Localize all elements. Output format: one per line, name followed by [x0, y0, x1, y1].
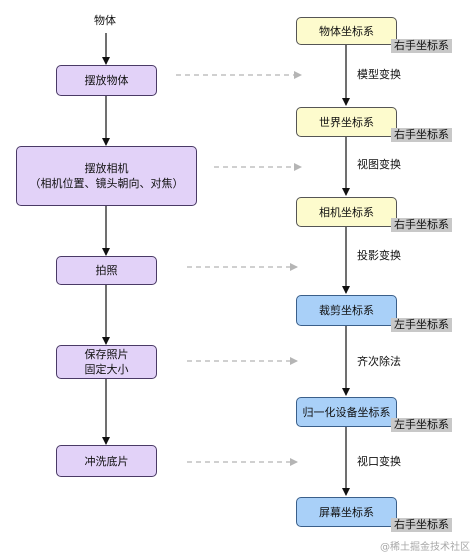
node-screen-space: 屏幕坐标系 — [296, 497, 397, 527]
handedness-tag: 右手坐标系 — [391, 128, 452, 142]
node-object-space-label: 物体坐标系 — [319, 24, 374, 38]
transform-label: 齐次除法 — [357, 355, 401, 368]
step-develop-film-label: 冲洗底片 — [84, 454, 129, 468]
node-screen-space-label: 屏幕坐标系 — [319, 505, 374, 519]
node-world-space: 世界坐标系 — [296, 107, 397, 137]
handedness-tag: 右手坐标系 — [391, 39, 452, 53]
transform-label: 投影变换 — [357, 249, 401, 262]
start-label: 物体 — [94, 14, 116, 27]
handedness-tag: 左手坐标系 — [391, 418, 452, 432]
node-ndc-space-label: 归一化设备坐标系 — [302, 405, 391, 419]
step-place-object-label: 摆放物体 — [84, 74, 129, 87]
node-camera-space: 相机坐标系 — [296, 197, 397, 227]
step-place-camera-label: 摆放相机 — [84, 162, 129, 175]
step-save-photo: 保存照片 固定大小 — [56, 345, 157, 379]
step-take-photo: 拍照 — [56, 256, 157, 285]
transform-label: 视图变换 — [357, 158, 401, 171]
node-object-space: 物体坐标系 — [296, 17, 397, 45]
handedness-tag: 右手坐标系 — [391, 218, 452, 232]
watermark: @稀土掘金技术社区 — [380, 542, 470, 553]
step-save-photo-label: 保存照片 — [84, 348, 129, 361]
handedness-tag: 左手坐标系 — [391, 318, 452, 332]
node-camera-space-label: 相机坐标系 — [319, 205, 374, 219]
step-save-photo-sub: 固定大小 — [84, 363, 129, 376]
step-place-camera-sub: （相机位置、镜头朝向、对焦） — [29, 177, 184, 190]
transform-label: 视口变换 — [357, 455, 401, 468]
step-take-photo-label: 拍照 — [95, 264, 118, 277]
step-place-object: 摆放物体 — [56, 65, 157, 96]
node-clip-space-label: 裁剪坐标系 — [319, 304, 374, 317]
step-place-camera: 摆放相机 （相机位置、镜头朝向、对焦） — [16, 146, 197, 206]
node-clip-space: 裁剪坐标系 — [296, 295, 397, 326]
transform-label: 模型变换 — [357, 68, 401, 81]
node-world-space-label: 世界坐标系 — [319, 115, 374, 129]
step-develop-film: 冲洗底片 — [56, 445, 157, 477]
node-ndc-space: 归一化设备坐标系 — [296, 397, 397, 427]
handedness-tag: 右手坐标系 — [391, 518, 452, 532]
